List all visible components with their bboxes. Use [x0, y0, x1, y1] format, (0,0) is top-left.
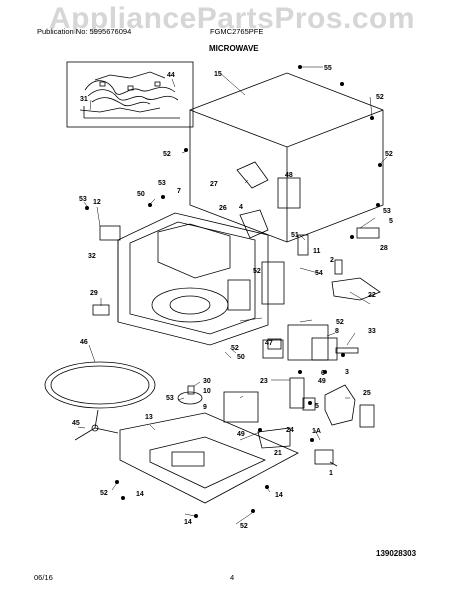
callout-label: 53: [166, 395, 174, 402]
callout-label: 52: [385, 151, 393, 158]
oven-cavity: [117, 212, 285, 346]
callout-label: 5: [389, 218, 393, 225]
filter-board: [262, 339, 284, 359]
callout-label: 14: [275, 492, 283, 499]
callout-label: 10: [203, 388, 211, 395]
bracket: [236, 161, 269, 189]
fan-assembly: [239, 209, 269, 239]
callout-label: 22: [368, 292, 376, 299]
callout-label: 51: [291, 232, 299, 239]
callout-label: 52: [336, 319, 344, 326]
callout-label: 52: [240, 523, 248, 530]
callout-label: 12: [93, 199, 101, 206]
plate: [92, 304, 110, 316]
screws: [85, 65, 382, 518]
callout-label: 54: [315, 270, 323, 277]
callout-label: 1: [329, 470, 333, 477]
wiring-harness-inset: [66, 61, 194, 128]
callout-label: 52: [253, 268, 261, 275]
publication-number: Publication No: 5995676094: [37, 27, 132, 36]
callout-label: 9: [203, 404, 207, 411]
plate-bracket: [257, 427, 291, 449]
callout-label: 23: [260, 378, 268, 385]
callout-label: 29: [90, 290, 98, 297]
magnetron: [223, 391, 259, 423]
callout-label: 52: [376, 94, 384, 101]
callout-label: 49: [237, 431, 245, 438]
callout-label: 50: [237, 354, 245, 361]
callout-label: 44: [167, 72, 175, 79]
diagram-number: 139028303: [376, 549, 417, 558]
callout-label: 50: [137, 191, 145, 198]
footer-date: 06/16: [34, 573, 53, 582]
callout-label: 53: [79, 196, 87, 203]
callout-label: 30: [203, 378, 211, 385]
hv-cable: [335, 347, 359, 354]
callout-label: 52: [100, 490, 108, 497]
callout-label: 32: [88, 253, 96, 260]
callout-label: 4: [239, 204, 243, 211]
callout-label: 48: [285, 172, 293, 179]
outer-cabinet: [189, 72, 384, 243]
latch-switch: [289, 377, 305, 409]
switch-small: [302, 397, 316, 411]
page-number: 4: [230, 573, 235, 582]
callout-label: 46: [80, 339, 88, 346]
door-switch-bracket: [356, 227, 380, 239]
fan-motor: [324, 384, 356, 426]
callout-label: 6: [321, 370, 325, 377]
callout-label: 14: [136, 491, 144, 498]
callout-label: 27: [210, 181, 218, 188]
hv-component: [311, 337, 338, 361]
label-plate: [267, 338, 282, 350]
callout-label: 49: [318, 378, 326, 385]
callout-label: 15: [214, 71, 222, 78]
turntable-roller-ring: [44, 361, 156, 409]
callout-label: 55: [324, 65, 332, 72]
base-plate: [119, 412, 299, 504]
wiring-harness: [79, 71, 180, 119]
callout-label: 21: [274, 450, 282, 457]
callout-label: 13: [145, 414, 153, 421]
thermal-cutout: [99, 225, 121, 241]
turntable-support: [74, 409, 119, 441]
diagram-title: MICROWAVE: [209, 44, 259, 53]
switch-holder: [297, 234, 309, 256]
turntable-coupler: [177, 391, 203, 405]
callout-label: 2: [330, 257, 334, 264]
callout-label: 33: [368, 328, 376, 335]
interlock-bracket: [331, 277, 381, 301]
leader-lines: [77, 66, 388, 525]
model-number: FGMC2765PFE: [210, 27, 264, 36]
callout-label: 26: [219, 205, 227, 212]
callout-label: 52: [231, 345, 239, 352]
transformer-top: [287, 324, 329, 361]
callout-label: 8: [335, 328, 339, 335]
callout-label: 53: [158, 180, 166, 187]
callout-labels: 55 15 52 52 52 27 48 53 12 50 53 7 26 4 …: [72, 65, 393, 530]
fan-blade: [359, 404, 375, 428]
callout-label: 47: [265, 340, 273, 347]
switch-small-2: [334, 259, 343, 275]
callout-label: 24: [286, 427, 294, 434]
callout-label: 45: [72, 420, 80, 427]
callout-label: 11: [313, 248, 321, 255]
callout-label: 52: [163, 151, 171, 158]
capacitor: [314, 449, 334, 465]
callout-label: 14: [184, 519, 192, 526]
callout-label: 28: [380, 245, 388, 252]
watermark: AppliancePartsPros.com: [48, 2, 416, 35]
callout-label: 53: [383, 208, 391, 215]
callout-label: 5: [315, 403, 319, 410]
callout-label: 1A: [312, 428, 321, 435]
callout-label: 25: [363, 390, 371, 397]
callout-label: 3: [345, 369, 349, 376]
callout-label: 7: [177, 188, 181, 195]
callout-label: 31: [80, 96, 88, 103]
